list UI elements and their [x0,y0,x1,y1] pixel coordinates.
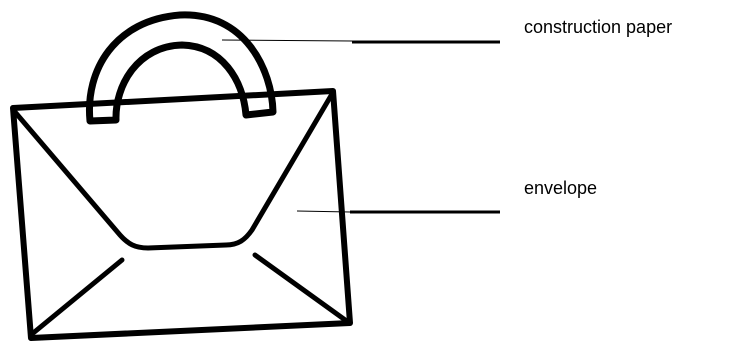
label-envelope: envelope [524,179,597,197]
envelope-flap [15,94,332,248]
label-construction-paper: construction paper [524,18,672,36]
envelope-body [13,91,350,338]
envelope-bottom-folds [32,255,348,334]
